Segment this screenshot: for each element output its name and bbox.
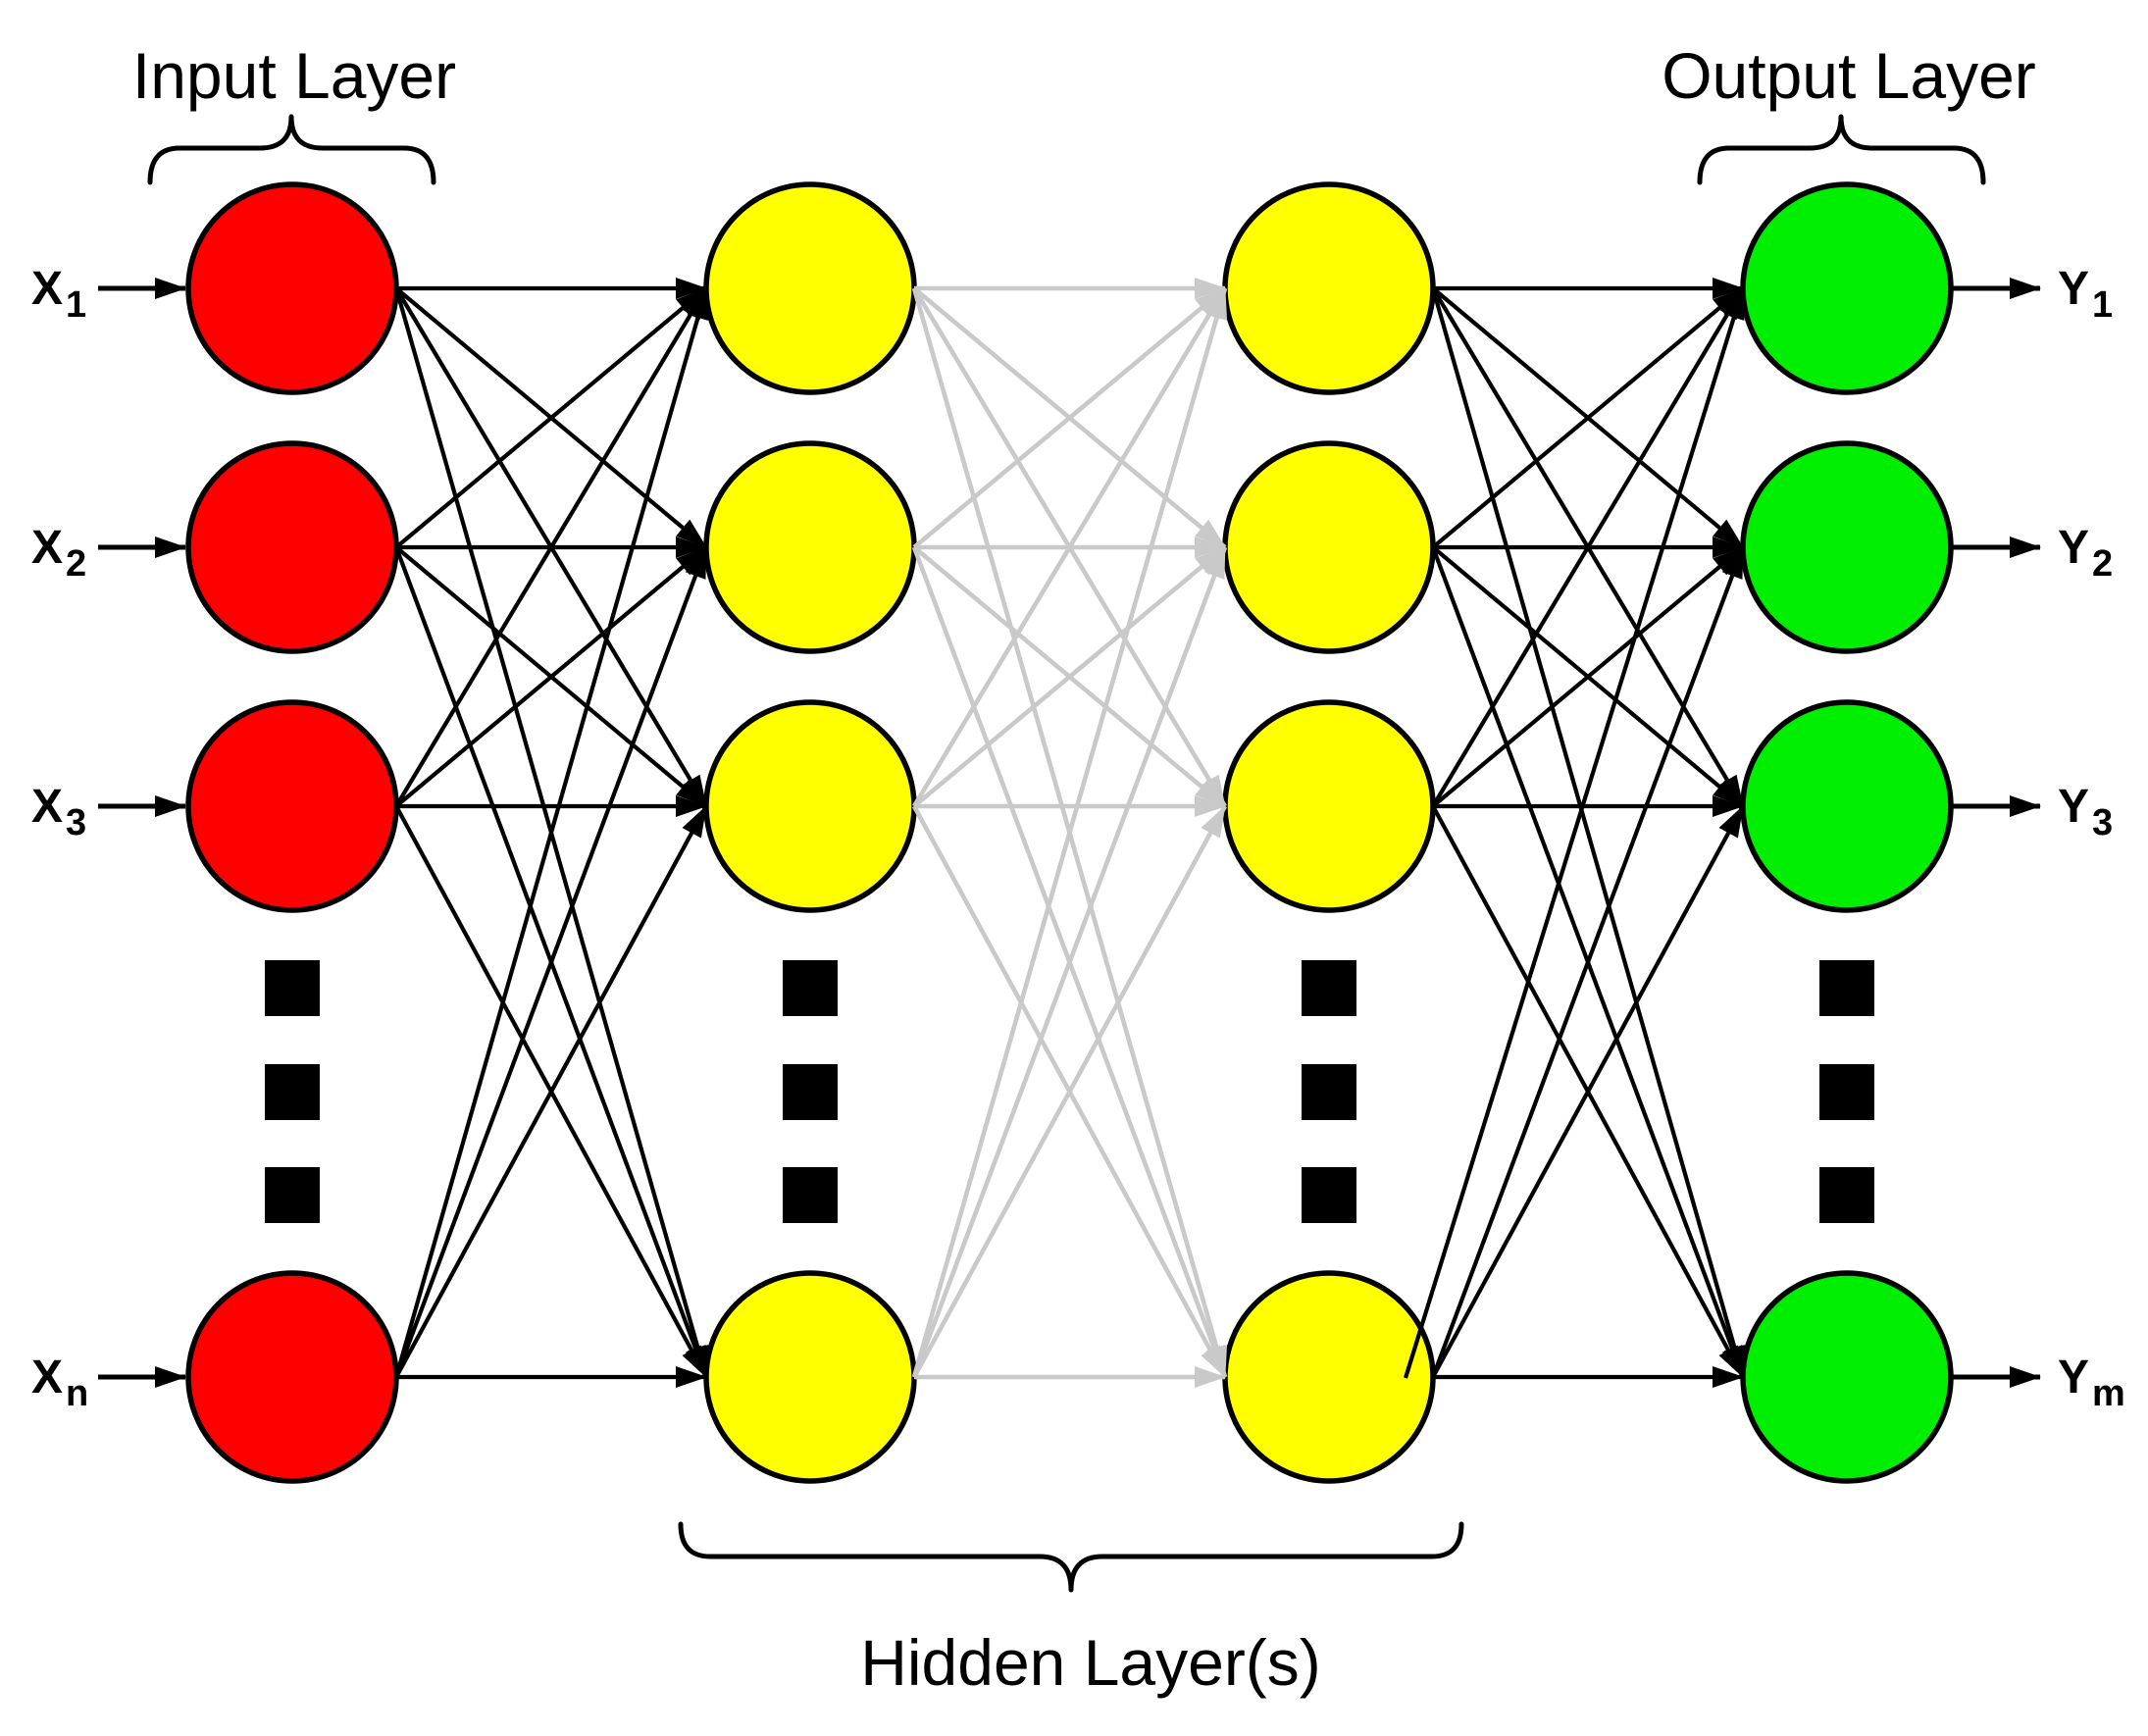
hidden-2-node-1 [1222, 181, 1436, 395]
hidden-2-node-3 [1222, 699, 1436, 913]
input-node-3 [185, 699, 399, 913]
edge-input-4-to-hidden-1-1 [393, 287, 709, 1378]
hidden-1-ellipsis-dot-2 [783, 1064, 838, 1120]
edge-hidden-2-3-to-output-2 [1431, 545, 1745, 808]
edge-input-3-to-hidden-1-2 [394, 545, 708, 808]
input-label-xn: Xn [31, 1352, 88, 1415]
hidden-1-ellipsis-dot-3 [783, 1167, 838, 1223]
edge-input-3-to-hidden-1-1 [394, 286, 708, 808]
output-label-y3-base: Y [2058, 781, 2090, 833]
output-label-y3: Y3 [2058, 781, 2113, 844]
output-label-y1-base: Y [2058, 263, 2090, 315]
edge-input-4-to-hidden-1-3 [394, 804, 708, 1379]
output-node-1 [1740, 181, 1954, 395]
output-layer-title: Output Layer [1662, 39, 2036, 112]
hidden-2-ellipsis-dot-1 [1302, 960, 1356, 1016]
edge-hidden-2-4-to-output-3 [1431, 804, 1745, 1379]
output-label-ym: Ym [2058, 1352, 2125, 1415]
input-layer-brace [147, 114, 436, 185]
output-ellipsis-dot-2 [1819, 1064, 1874, 1120]
edge-hidden-1-4-to-hidden-2-1 [911, 287, 1228, 1378]
hidden-2-ellipsis-dot-3 [1302, 1167, 1356, 1223]
edge-hidden-2-1-to-output-4 [1430, 287, 1746, 1378]
input-label-x3-sub: 3 [66, 802, 87, 843]
input-label-x3: X3 [31, 781, 86, 844]
edge-hidden-1-3-to-hidden-2-2 [912, 545, 1227, 808]
input-node-2 [185, 440, 399, 654]
input-ellipsis-dot-1 [265, 960, 320, 1016]
hidden-layers-brace [678, 1521, 1464, 1593]
hidden-2-ellipsis-dot-2 [1302, 1064, 1356, 1120]
output-label-ym-sub: m [2092, 1373, 2125, 1414]
edge-input-2-to-hidden-1-1 [394, 286, 708, 549]
output-ellipsis-dot-1 [1819, 960, 1874, 1016]
edge-input-4-to-hidden-1-2 [394, 546, 708, 1378]
hidden-2-node-2 [1222, 440, 1436, 654]
hidden-1-node-1 [703, 181, 917, 395]
output-label-y2-base: Y [2058, 522, 2090, 574]
input-layer-title: Input Layer [131, 39, 457, 112]
input-label-x3-base: X [31, 781, 64, 833]
edge-hidden-1-2-to-hidden-2-1 [912, 286, 1227, 549]
edge-hidden-1-3-to-hidden-2-1 [912, 286, 1227, 808]
output-label-y2-sub: 2 [2092, 543, 2114, 585]
output-ellipsis-dot-3 [1819, 1167, 1874, 1223]
input-label-x1: X1 [31, 263, 86, 327]
output-node-3 [1740, 699, 1954, 913]
input-node-1 [185, 181, 399, 395]
input-node-4 [185, 1270, 399, 1484]
edge-hidden-2-4-to-output-2 [1431, 546, 1745, 1378]
input-ellipsis-dot-3 [265, 1167, 320, 1223]
hidden-2-node-4 [1222, 1270, 1436, 1484]
output-label-ym-base: Y [2058, 1352, 2090, 1404]
input-ellipsis-dot-2 [265, 1064, 320, 1120]
hidden-1-node-2 [703, 440, 917, 654]
output-label-y1-sub: 1 [2092, 284, 2114, 326]
output-node-4 [1740, 1270, 1954, 1484]
input-label-x2-base: X [31, 522, 64, 574]
hidden-1-ellipsis-dot-1 [783, 960, 838, 1016]
input-label-xn-sub: n [66, 1373, 89, 1414]
input-label-x1-base: X [31, 263, 64, 315]
output-label-y3-sub: 3 [2092, 802, 2114, 843]
edge-hidden-2-3-to-output-1 [1431, 286, 1745, 808]
edge-hidden-1-4-to-hidden-2-3 [911, 804, 1228, 1379]
input-label-xn-base: X [31, 1352, 64, 1404]
edge-hidden-1-4-to-hidden-2-2 [911, 546, 1228, 1378]
hidden-1-node-4 [703, 1270, 917, 1484]
input-label-x1-sub: 1 [66, 284, 87, 326]
output-node-2 [1740, 440, 1954, 654]
output-label-y2: Y2 [2058, 522, 2113, 586]
edge-hidden-2-4-to-output-1 [1403, 287, 1746, 1379]
input-label-x2: X2 [31, 522, 86, 586]
input-label-x2-sub: 2 [66, 543, 87, 585]
hidden-layers-title: Hidden Layer(s) [860, 1626, 1321, 1699]
edge-hidden-2-2-to-output-1 [1431, 286, 1745, 549]
output-label-y1: Y1 [2058, 263, 2113, 327]
output-layer-brace [1697, 114, 1986, 185]
hidden-1-node-3 [703, 699, 917, 913]
